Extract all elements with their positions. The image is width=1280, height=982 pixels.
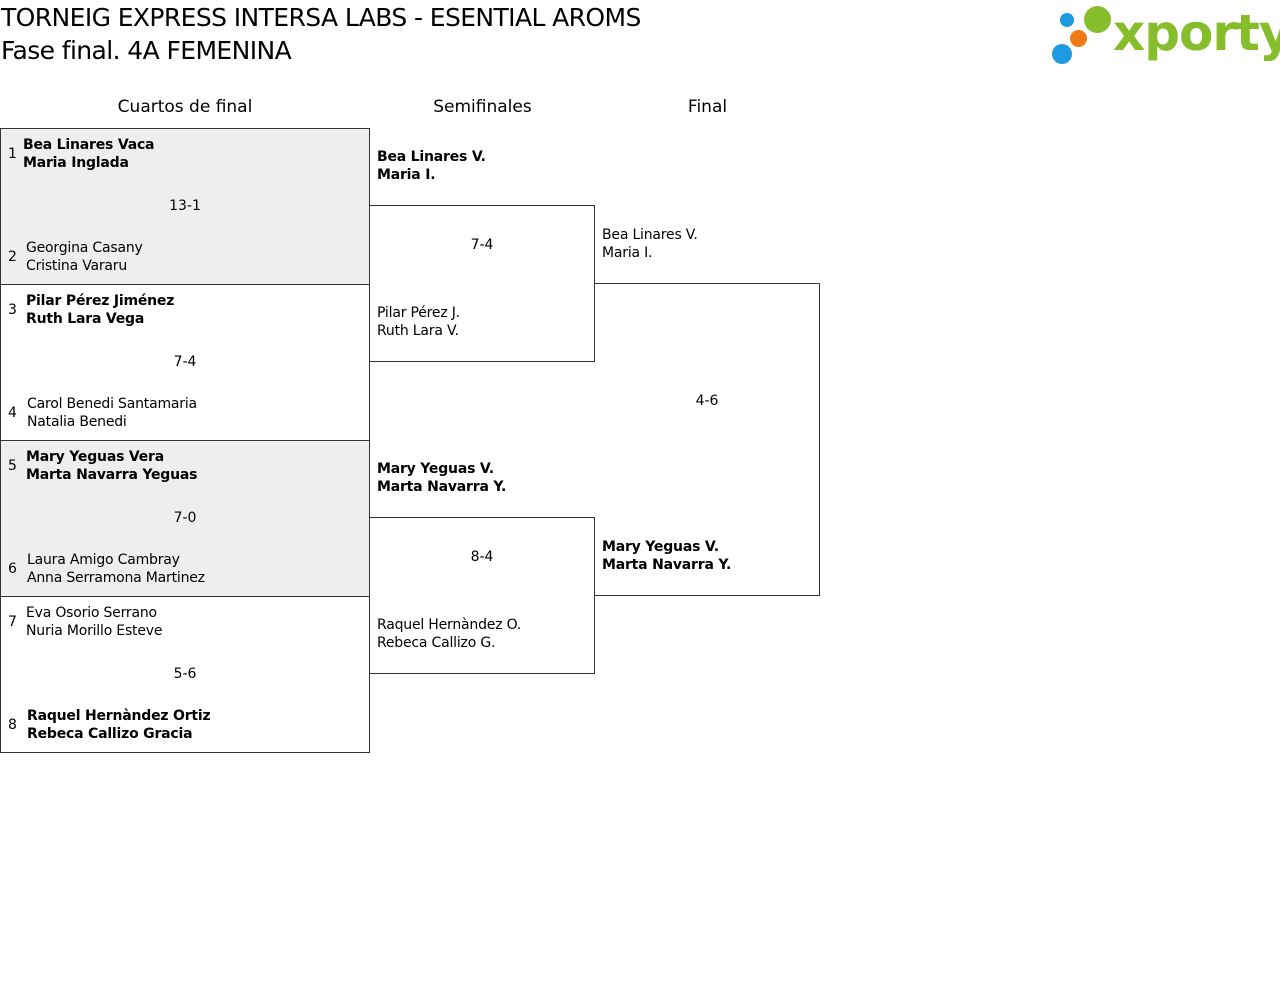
- match-score: 8-4: [470, 549, 494, 565]
- player-name: Laura Amigo Cambray: [27, 552, 180, 568]
- seed-number: 2: [8, 249, 17, 265]
- player-name: Eva Osorio Serrano: [26, 605, 157, 621]
- team-name: Mary Yeguas Vera Marta Navarra Yeguas: [26, 448, 197, 484]
- seed-number: 7: [8, 614, 17, 630]
- match-score: 4-6: [695, 393, 719, 409]
- player-name: Mary Yeguas V.: [377, 461, 494, 477]
- semifinal-2-bracket: [370, 517, 595, 674]
- match-score: 5-6: [173, 666, 197, 682]
- player-name: Natalia Benedi: [27, 414, 127, 430]
- round-header-semifinals: Semifinales: [433, 97, 532, 117]
- team-name: Georgina Casany Cristina Vararu: [26, 239, 143, 275]
- phase-subtitle: Fase final. 4A FEMENINA: [1, 36, 292, 65]
- player-name: Marta Navarra Yeguas: [26, 467, 198, 483]
- match-score: 7-0: [173, 510, 197, 526]
- logo-dot-orange-icon: [1070, 30, 1087, 47]
- seed-number: 4: [8, 405, 17, 421]
- player-name: Bea Linares V.: [377, 149, 486, 165]
- quarterfinal-match-1: 1 Bea Linares Vaca Maria Inglada 13-1 2 …: [0, 128, 370, 285]
- team-name: Bea Linares Vaca Maria Inglada: [23, 136, 154, 172]
- player-name: Raquel Hernàndez O.: [377, 617, 522, 633]
- xporty-logo: xporty: [1050, 4, 1280, 66]
- tournament-title: TORNEIG EXPRESS INTERSA LABS - ESENTIAL …: [1, 3, 641, 32]
- logo-dot-green-icon: [1084, 6, 1111, 33]
- player-name: Pilar Pérez Jiménez: [26, 293, 175, 309]
- player-name: Nuria Morillo Esteve: [26, 623, 163, 639]
- seed-number: 6: [8, 561, 17, 577]
- semifinal-2-top-team: Mary Yeguas V. Marta Navarra Y.: [377, 460, 506, 496]
- semifinal-1-bottom-team: Pilar Pérez J. Ruth Lara V.: [377, 304, 460, 340]
- player-name: Ruth Lara V.: [377, 323, 459, 339]
- player-name: Ruth Lara Vega: [26, 311, 145, 327]
- player-name: Maria I.: [602, 245, 653, 261]
- seed-number: 3: [8, 302, 17, 318]
- player-name: Rebeca Callizo G.: [377, 635, 496, 651]
- team-name: Pilar Pérez Jiménez Ruth Lara Vega: [26, 292, 174, 328]
- final-top-team: Bea Linares V. Maria I.: [602, 226, 698, 262]
- final-bracket: [595, 283, 820, 596]
- match-score: 13-1: [169, 198, 201, 214]
- semifinal-1-bracket: [370, 205, 595, 362]
- round-header-quarterfinals: Cuartos de final: [117, 97, 253, 117]
- seed-number: 5: [8, 458, 17, 474]
- player-name: Marta Navarra Y.: [602, 557, 732, 573]
- player-name: Bea Linares Vaca: [23, 137, 155, 153]
- player-name: Anna Serramona Martinez: [27, 570, 205, 586]
- player-name: Maria I.: [377, 167, 436, 183]
- match-score: 7-4: [173, 354, 197, 370]
- semifinal-2-bottom-team: Raquel Hernàndez O. Rebeca Callizo G.: [377, 616, 521, 652]
- player-name: Raquel Hernàndez Ortiz: [27, 708, 211, 724]
- team-name: Carol Benedi Santamaria Natalia Benedi: [27, 395, 197, 431]
- match-score: 7-4: [470, 237, 494, 253]
- player-name: Carol Benedi Santamaria: [27, 396, 197, 412]
- final-bottom-team: Mary Yeguas V. Marta Navarra Y.: [602, 538, 731, 574]
- player-name: Mary Yeguas Vera: [26, 449, 164, 465]
- player-name: Marta Navarra Y.: [377, 479, 507, 495]
- player-name: Cristina Vararu: [26, 258, 128, 274]
- quarterfinal-match-2: 3 Pilar Pérez Jiménez Ruth Lara Vega 7-4…: [0, 284, 370, 441]
- player-name: Georgina Casany: [26, 240, 143, 256]
- player-name: Mary Yeguas V.: [602, 539, 719, 555]
- seed-number: 1: [8, 146, 17, 162]
- team-name: Eva Osorio Serrano Nuria Morillo Esteve: [26, 604, 162, 640]
- round-header-final: Final: [687, 97, 728, 117]
- semifinal-1-top-team: Bea Linares V. Maria I.: [377, 148, 486, 184]
- player-name: Pilar Pérez J.: [377, 305, 460, 321]
- quarterfinal-match-4: 7 Eva Osorio Serrano Nuria Morillo Estev…: [0, 596, 370, 753]
- team-name: Laura Amigo Cambray Anna Serramona Marti…: [27, 551, 205, 587]
- logo-dot-blue-icon: [1052, 44, 1072, 64]
- team-name: Raquel Hernàndez Ortiz Rebeca Callizo Gr…: [27, 707, 211, 743]
- seed-number: 8: [8, 717, 17, 733]
- player-name: Maria Inglada: [23, 155, 129, 171]
- player-name: Rebeca Callizo Gracia: [27, 726, 193, 742]
- logo-dot-blue-small-icon: [1060, 13, 1074, 27]
- player-name: Bea Linares V.: [602, 227, 698, 243]
- quarterfinal-match-3: 5 Mary Yeguas Vera Marta Navarra Yeguas …: [0, 440, 370, 597]
- logo-text: xporty: [1113, 4, 1280, 62]
